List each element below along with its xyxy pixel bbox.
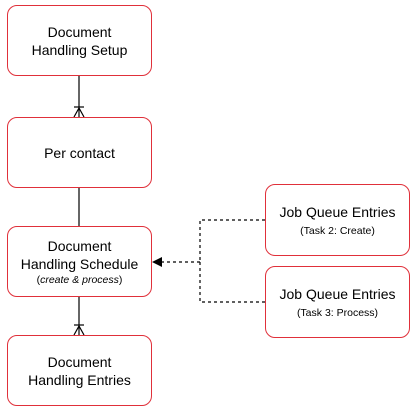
schedule-note: (create & process) (37, 273, 123, 287)
crowfoot-icon (73, 106, 85, 118)
entries-line1: Document (47, 353, 112, 370)
job-queue-process-box: Job Queue Entries (Task 3: Process) (265, 266, 410, 338)
document-handling-setup-box: Document Handling Setup (7, 5, 152, 76)
per-contact-label: Per contact (44, 144, 115, 161)
entries-line2: Handling Entries (28, 371, 131, 388)
schedule-line1: Document (47, 237, 112, 254)
job-create-sub: (Task 2: Create) (300, 224, 375, 237)
schedule-note-italic: create & process (40, 273, 119, 286)
arrowhead-icon (152, 257, 162, 267)
setup-line1: Document (47, 23, 112, 40)
setup-line2: Handling Setup (31, 41, 128, 58)
job-process-sub: (Task 3: Process) (296, 306, 379, 319)
document-handling-schedule-box: Document Handling Schedule (create & pro… (7, 226, 152, 297)
job-process-title: Job Queue Entries (279, 285, 396, 302)
dashed-connector-process (199, 262, 265, 303)
schedule-line2: Handling Schedule (20, 255, 139, 272)
job-queue-create-box: Job Queue Entries (Task 2: Create) (265, 184, 410, 256)
dashed-connector-create (199, 219, 265, 262)
document-handling-entries-box: Document Handling Entries (7, 335, 152, 406)
per-contact-box: Per contact (7, 117, 152, 188)
job-create-title: Job Queue Entries (279, 203, 396, 220)
crowfoot-icon (73, 324, 85, 336)
schedule-note-close: ) (118, 273, 123, 286)
schedule-note-open: ( (36, 273, 41, 286)
